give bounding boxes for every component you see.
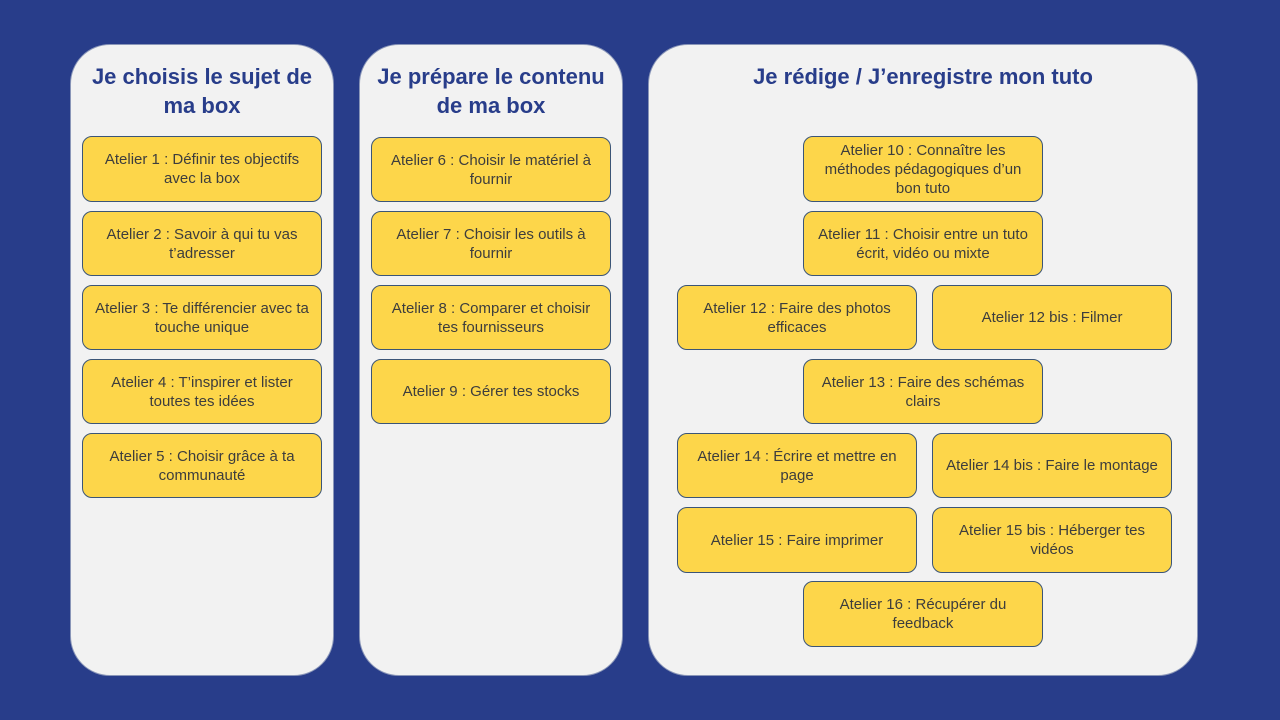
atelier-2-card[interactable]: Atelier 2 : Savoir à qui tu vas t’adress…: [82, 211, 322, 276]
atelier-4-card[interactable]: Atelier 4 : T’inspirer et lister toutes …: [82, 359, 322, 424]
atelier-8-card[interactable]: Atelier 8 : Comparer et choisir tes four…: [371, 285, 611, 350]
column-title: Je prépare le contenu de ma box: [377, 64, 605, 118]
atelier-7-card[interactable]: Atelier 7 : Choisir les outils à fournir: [371, 211, 611, 276]
atelier-15-bis-card[interactable]: Atelier 15 bis : Héberger tes vidéos: [932, 507, 1172, 573]
atelier-13-card[interactable]: Atelier 13 : Faire des schémas clairs: [803, 359, 1043, 424]
atelier-12-bis-card[interactable]: Atelier 12 bis : Filmer: [932, 285, 1172, 350]
column-title: Je choisis le sujet de ma box: [91, 64, 313, 118]
atelier-3-card[interactable]: Atelier 3 : Te différencier avec ta touc…: [82, 285, 322, 350]
atelier-9-card[interactable]: Atelier 9 : Gérer tes stocks: [371, 359, 611, 424]
atelier-11-card[interactable]: Atelier 11 : Choisir entre un tuto écrit…: [803, 211, 1043, 276]
atelier-14-card[interactable]: Atelier 14 : Écrire et mettre en page: [677, 433, 917, 498]
column-title: Je rédige / J’enregistre mon tuto: [753, 64, 1093, 89]
atelier-6-card[interactable]: Atelier 6 : Choisir le matériel à fourni…: [371, 137, 611, 202]
atelier-5-card[interactable]: Atelier 5 : Choisir grâce à ta communaut…: [82, 433, 322, 498]
atelier-14-bis-card[interactable]: Atelier 14 bis : Faire le montage: [932, 433, 1172, 498]
atelier-16-card[interactable]: Atelier 16 : Récupérer du feedback: [803, 581, 1043, 647]
atelier-15-card[interactable]: Atelier 15 : Faire imprimer: [677, 507, 917, 573]
atelier-1-card[interactable]: Atelier 1 : Définir tes objectifs avec l…: [82, 136, 322, 202]
atelier-10-card[interactable]: Atelier 10 : Connaître les méthodes péda…: [803, 136, 1043, 202]
atelier-12-card[interactable]: Atelier 12 : Faire des photos efficaces: [677, 285, 917, 350]
